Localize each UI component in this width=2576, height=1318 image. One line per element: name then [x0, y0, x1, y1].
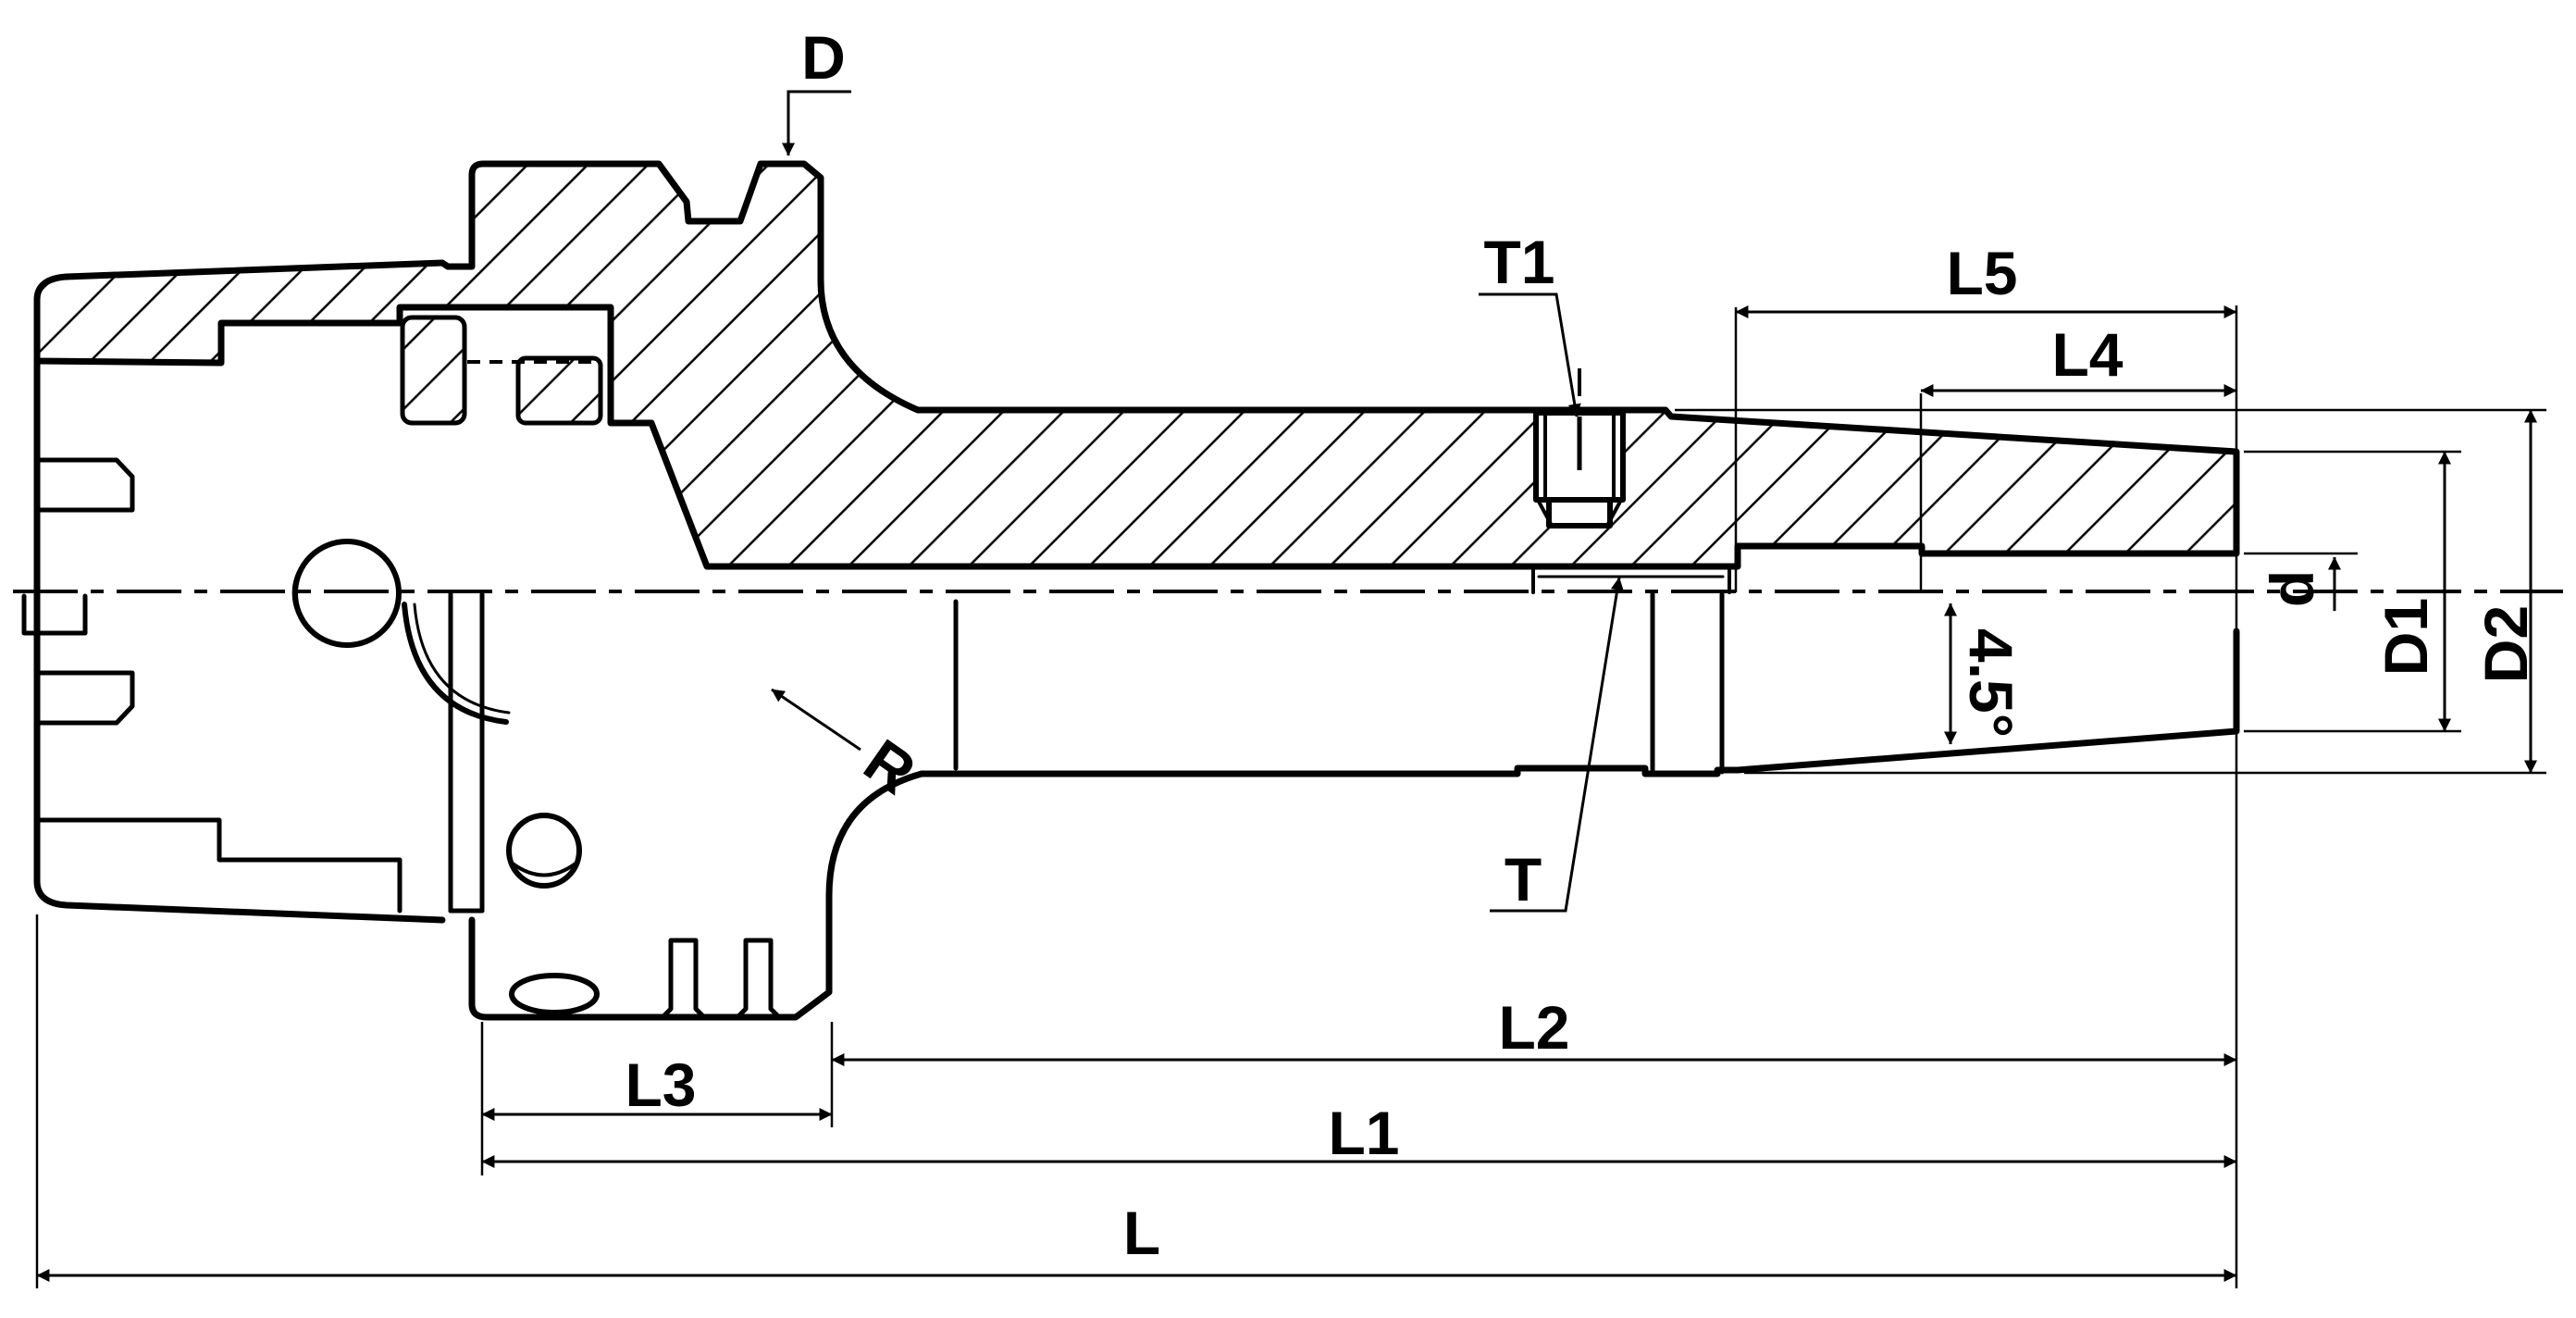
dimension-lines — [36, 305, 2537, 1282]
label-T1: T1 — [1483, 228, 1554, 296]
label-D: D — [801, 23, 846, 92]
leader-D — [782, 90, 851, 156]
label-L3: L3 — [625, 1051, 696, 1119]
extension-lines — [35, 305, 2546, 1288]
label-T: T — [1505, 845, 1542, 914]
leader-T1 — [1479, 292, 1581, 417]
label-L4: L4 — [2051, 320, 2123, 389]
flange-lower-outline — [468, 628, 2240, 1021]
leader-lines — [771, 90, 1624, 913]
centerlines — [13, 368, 2563, 593]
drive-slot-hole — [509, 973, 600, 1015]
coolant-tube — [1530, 564, 1732, 775]
label-D1: D1 — [2372, 598, 2440, 676]
lower-view — [21, 357, 2240, 1021]
dimension-labels: D T1 L5 L4 d D1 D2 4.5° T R L3 L2 L1 L — [625, 23, 2540, 1267]
label-L5: L5 — [1946, 239, 2017, 307]
set-screw — [1533, 410, 1626, 528]
shank-bore-lower — [21, 457, 402, 914]
label-L2: L2 — [1498, 993, 1569, 1062]
groove-ring-right — [515, 355, 603, 426]
leader-R — [771, 688, 861, 752]
gripper-groove-arc — [402, 602, 511, 725]
leader-T — [1490, 577, 1624, 913]
label-angle: 4.5° — [1957, 628, 2025, 738]
drive-ball — [291, 539, 402, 648]
label-D2: D2 — [2471, 605, 2540, 683]
label-L1: L1 — [1328, 1099, 1399, 1167]
ring-band-lower — [448, 591, 485, 914]
label-d: d — [2258, 570, 2326, 607]
dimensions — [35, 90, 2546, 1288]
label-L: L — [1123, 1199, 1160, 1267]
flange-drive-slots — [660, 938, 782, 1020]
clamp-ball — [506, 813, 582, 889]
groove-ring-left — [400, 315, 467, 426]
shank-left-face — [33, 357, 446, 924]
